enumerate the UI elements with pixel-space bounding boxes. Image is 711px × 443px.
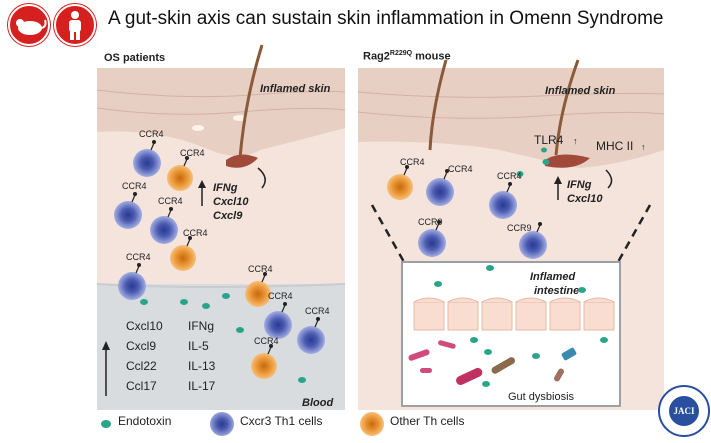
receptor-label: CCR4	[497, 171, 522, 181]
page-title: A gut-skin axis can sustain skin inflamm…	[108, 8, 664, 29]
blood-cyt-4: Ccl17	[126, 379, 157, 393]
svg-text:↑: ↑	[573, 136, 578, 146]
receptor-label: CCR4	[139, 129, 164, 139]
blood-cyt-2: Cxcl9	[126, 339, 156, 353]
blood-label: Blood	[302, 397, 333, 409]
cxcr3-th1-cell: CCR4	[264, 291, 293, 339]
right-cytokine-2: Cxcl10	[567, 193, 603, 205]
other-th-cell: CCR4	[251, 336, 279, 379]
legend-other-th: Other Th cells	[390, 414, 465, 428]
receptor-label: CCR4	[254, 336, 279, 346]
tlr4-label: TLR4	[534, 133, 564, 147]
cxcr3-th1-cell: CCR4	[426, 164, 473, 206]
blood-cyt-6: IL-5	[188, 339, 209, 353]
other-th-cell: CCR4	[170, 228, 208, 271]
right-panel-label: Rag2R229Q mouse	[363, 50, 451, 63]
blood-cyt-5: IFNg	[188, 319, 214, 333]
left-skin-layer	[97, 68, 345, 156]
receptor-label: CCR4	[268, 291, 293, 301]
gut-bacteria	[408, 340, 577, 385]
intestine-label-2: intestine	[534, 285, 579, 297]
receptor-label: CCR4	[248, 264, 273, 274]
cxcr3-th1-cell: CCR4	[114, 181, 147, 229]
receptor-label: CCR4	[180, 148, 205, 158]
jaci-logo: JACI	[658, 385, 710, 437]
receptor-label: CCR4	[126, 252, 151, 262]
hair-follicle-left	[238, 44, 264, 159]
intestine-villi	[413, 297, 615, 331]
blood-cyt-7: IL-13	[188, 359, 216, 373]
receptor-label: CCR4	[305, 306, 330, 316]
cxcr3-th1-cell: CCR4	[297, 306, 330, 354]
cxcr3-th1-cell: CCR4	[133, 129, 164, 177]
legend-th1: Cxcr3 Th1 cells	[240, 414, 323, 428]
other-th-cell: CCR4	[387, 157, 425, 200]
blood-cyt-3: Ccl22	[126, 359, 157, 373]
cxcr3-th1-cell: CCR4	[489, 171, 522, 219]
left-cytokine-2: Cxcl10	[213, 196, 249, 208]
left-panel-label: OS patients	[104, 52, 166, 64]
right-cytokine-1: IFNg	[567, 179, 592, 191]
intestine-label-1: Inflamed	[530, 271, 576, 283]
left-cytokine-1: IFNg	[213, 182, 238, 194]
receptor-label: CCR4	[158, 196, 183, 206]
cxcr3-th1-cell: CCR4	[150, 196, 183, 244]
right-skin-label: Inflamed skin	[545, 85, 616, 97]
left-cytokine-3: Cxcl9	[213, 210, 243, 222]
cxcr3-th1-cell: CCR4	[118, 252, 151, 300]
legend-th1-swatch	[210, 412, 234, 436]
receptor-label: CCR9	[507, 223, 532, 233]
hair-follicle-right-2	[554, 59, 580, 156]
legend-other-swatch	[360, 412, 384, 436]
receptor-label: CCR4	[448, 164, 473, 174]
receptor-label: CCR4	[183, 228, 208, 238]
blood-cyt-1: Cxcl10	[126, 319, 163, 333]
receptor-label: CCR9	[418, 217, 443, 227]
gut-dysbiosis-label: Gut dysbiosis	[508, 391, 575, 403]
blood-cyt-8: IL-17	[188, 379, 216, 393]
legend-endotoxin: Endotoxin	[118, 414, 172, 428]
other-th-cell: CCR4	[245, 264, 273, 307]
legend-endotoxin-swatch	[101, 420, 111, 428]
cxcr3-th1-cell: CCR9	[507, 222, 547, 259]
other-th-cell: CCR4	[167, 148, 205, 191]
cxcr3-th1-cell: CCR9	[418, 217, 446, 257]
mouse-icon	[8, 4, 50, 46]
human-icon	[54, 4, 96, 46]
receptor-label: CCR4	[400, 157, 425, 167]
svg-text:↑: ↑	[641, 142, 646, 152]
receptor-label: CCR4	[122, 181, 147, 191]
left-skin-label: Inflamed skin	[260, 83, 331, 95]
mhc-label: MHC II	[596, 139, 633, 153]
hair-follicle-right-1	[428, 59, 448, 151]
